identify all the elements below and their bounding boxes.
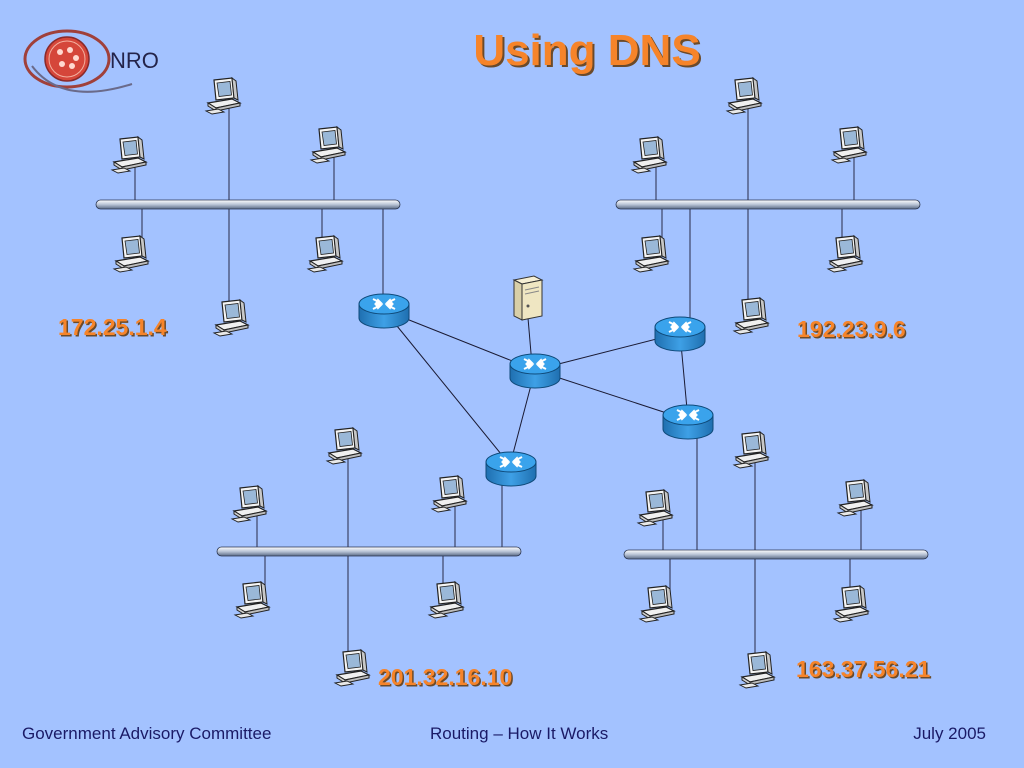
bus-2: [615, 199, 921, 210]
computer-icon: [326, 427, 362, 465]
bus-4: [623, 549, 929, 560]
computer-icon: [310, 126, 346, 164]
router-icon: [654, 316, 706, 352]
nro-logo: NRO: [22, 26, 172, 101]
bus-3: [216, 546, 522, 557]
ip-label-network-2: 192.23.9.6: [797, 316, 906, 342]
ip-label-network-3: 201.32.16.10: [378, 664, 513, 690]
bus-1: [95, 199, 401, 210]
server-icon: [513, 275, 543, 321]
footer-left: Government Advisory Committee: [22, 724, 272, 743]
computer-icon: [631, 136, 667, 174]
logo-text: NRO: [110, 48, 159, 73]
routers: [358, 293, 714, 487]
computer-icon: [428, 581, 464, 619]
computer-icon: [827, 235, 863, 273]
router-icon: [662, 404, 714, 440]
router-icon: [358, 293, 410, 329]
computer-icon: [837, 479, 873, 517]
computer-icon: [637, 489, 673, 527]
computer-icon: [231, 485, 267, 523]
computer-icon: [111, 136, 147, 174]
computers: [111, 77, 873, 689]
computer-icon: [334, 649, 370, 687]
computer-icon: [831, 126, 867, 164]
footer-center: Routing – How It Works: [430, 724, 609, 743]
computer-icon: [205, 77, 241, 115]
computer-icon: [733, 431, 769, 469]
computer-icon: [431, 475, 467, 513]
computer-icon: [639, 585, 675, 623]
router-icon: [509, 353, 561, 389]
ip-label-network-4: 163.37.56.21: [796, 656, 931, 682]
computer-icon: [633, 235, 669, 273]
computer-icon: [739, 651, 775, 689]
computer-icon: [113, 235, 149, 273]
footer-right: July 2005: [913, 724, 986, 743]
computer-icon: [307, 235, 343, 273]
router-icon: [485, 451, 537, 487]
computer-icon: [213, 299, 249, 337]
computer-icon: [726, 77, 762, 115]
drop-lines: [134, 105, 862, 660]
slide-title: Using DNS: [473, 26, 701, 75]
computer-icon: [833, 585, 869, 623]
ip-label-network-1: 172.25.1.4: [58, 314, 167, 340]
computer-icon: [234, 581, 270, 619]
computer-icon: [733, 297, 769, 335]
network-buses: [95, 199, 929, 560]
